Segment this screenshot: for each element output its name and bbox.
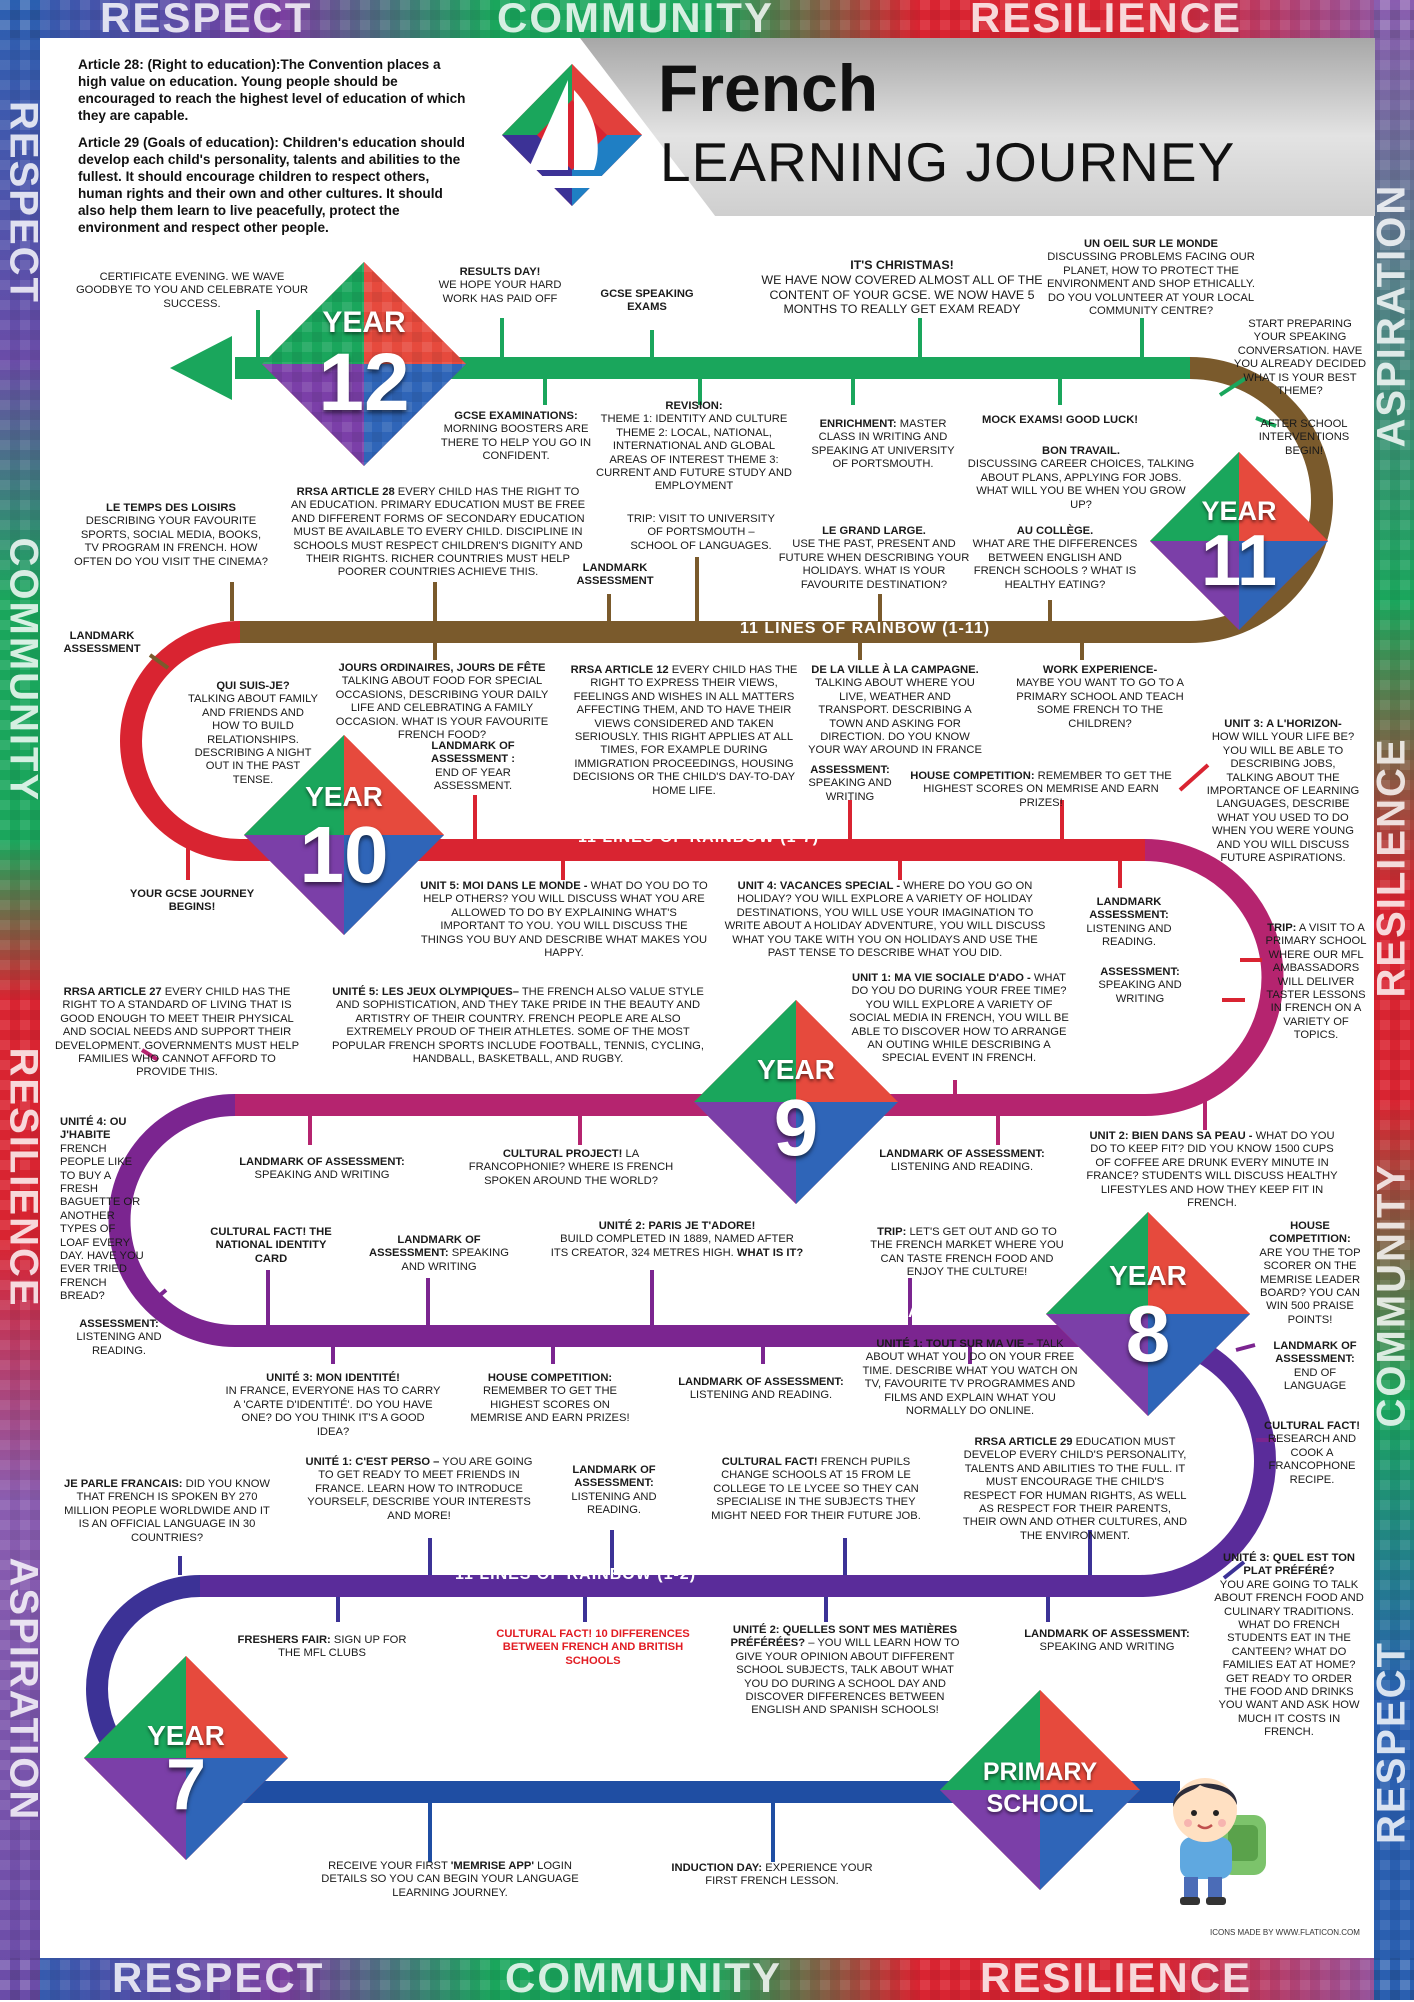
event-au-college: AU COLLÈGE.WHAT ARE THE DIFFERENCES BETW… — [970, 525, 1140, 592]
event-certificate-evening: CERTIFICATE EVENING. WE WAVE GOODBYE TO … — [72, 271, 312, 311]
event-landmark-assessment-left: LANDMARK ASSESSMENT — [52, 630, 152, 657]
event-unite2-paris: UNITÉ 2: PARIS JE T'ADORE!BUILD COMPLETE… — [550, 1220, 804, 1260]
event-landmark-speaking-writing-y9: LANDMARK OF ASSESSMENT:SPEAKING AND WRIT… — [230, 1156, 414, 1183]
event-cultural-fact-change-schools: CULTURAL FACT! FRENCH PUPILS CHANGE SCHO… — [708, 1456, 924, 1523]
event-house-competition-y8: HOUSE COMPETITION:ARE YOU THE TOP SCORER… — [1258, 1220, 1362, 1327]
event-after-school-interventions: AFTER SCHOOL INTERVENTIONS BEGIN! — [1252, 418, 1356, 458]
event-enrichment: ENRICHMENT: MASTER CLASS IN WRITING AND … — [808, 418, 958, 472]
event-gcse-journey-begins: YOUR GCSE JOURNEY BEGINS! — [112, 888, 272, 915]
year-7-badge: YEAR 7 — [84, 1656, 288, 1860]
event-trip-french-market: TRIP: LET'S GET OUT AND GO TO THE FRENCH… — [866, 1226, 1068, 1280]
event-revision: REVISION:THEME 1: IDENTITY AND CULTURE T… — [596, 400, 792, 494]
event-house-competition-y8b: HOUSE COMPETITION:REMEMBER TO GET THE HI… — [466, 1372, 634, 1426]
rainbow-label-1-2: 11 LINES OF RAINBOW (1-2) — [455, 1566, 696, 1584]
event-je-parle-francais: JE PARLE FRANCAIS: DID YOU KNOW THAT FRE… — [60, 1478, 274, 1545]
arrow-head-icon — [170, 336, 232, 400]
event-assessment-speaking-writing-y10: ASSESSMENT:SPEAKING AND WRITING — [798, 764, 902, 804]
event-results-day: RESULTS DAY!WE HOPE YOUR HARD WORK HAS P… — [430, 266, 570, 306]
event-induction-day: INDUCTION DAY: EXPERIENCE YOUR FIRST FRE… — [664, 1862, 880, 1889]
event-cultural-project: CULTURAL PROJECT! LA FRANCOPHONIE? WHERE… — [466, 1148, 676, 1188]
event-unit4-vacances-special: UNIT 4: VACANCES SPECIAL - WHERE DO YOU … — [718, 880, 1052, 960]
event-trip-university: TRIP: VISIT TO UNIVERSITY OF PORTSMOUTH … — [626, 513, 776, 553]
event-rrsa-article-27: RRSA ARTICLE 27 EVERY CHILD HAS THE RIGH… — [54, 986, 300, 1080]
event-christmas: IT'S CHRISTMAS!WE HAVE NOW COVERED ALMOS… — [760, 258, 1044, 317]
event-work-experience: WORK EXPERIENCE-MAYBE YOU WANT TO GO TO … — [1012, 664, 1188, 731]
event-landmark-speaking-writing-y7: LANDMARK OF ASSESSMENT:SPEAKING AND WRIT… — [1014, 1628, 1200, 1655]
event-unite2-matieres-preferees: UNITÉ 2: QUELLES SONT MES MATIÈRES PRÉFÉ… — [724, 1624, 966, 1718]
primary-school-badge: PRIMARY SCHOOL — [940, 1690, 1140, 1890]
rainbow-label-1-4: 11 LINES OF RAINBOW (1-4) — [784, 1304, 1025, 1322]
event-memrise-app: RECEIVE YOUR FIRST 'MEMRISE APP' LOGIN D… — [320, 1860, 580, 1900]
event-mock-exams: MOCK EXAMS! GOOD LUCK! — [968, 414, 1152, 427]
event-freshers-fair: FRESHERS FAIR: SIGN UP FOR THE MFL CLUBS — [232, 1634, 412, 1661]
event-unite3-plat-prefere: UNITÉ 3: QUEL EST TON PLAT PRÉFÉRÉ?YOU A… — [1214, 1552, 1364, 1740]
icon-credit: ICONS MADE BY WWW.FLATICON.COM — [1210, 1928, 1360, 1937]
event-start-preparing: START PREPARING YOUR SPEAKING CONVERSATI… — [1232, 318, 1368, 398]
event-gcse-speaking: GCSE SPEAKING EXAMS — [585, 288, 709, 315]
event-qui-suis-je: QUI SUIS-JE?TALKING ABOUT FAMILY AND FRI… — [188, 680, 318, 787]
event-rrsa-article-28: RRSA ARTICLE 28 EVERY CHILD HAS THE RIGH… — [288, 486, 588, 580]
event-unit3-a-lhorizon: UNIT 3: A L'HORIZON-HOW WILL YOUR LIFE B… — [1206, 718, 1360, 865]
event-unite1-cest-perso: UNITÉ 1: C'EST PERSO – YOU ARE GOING TO … — [304, 1456, 534, 1523]
event-bon-travail: BON TRAVAIL.DISCUSSING CAREER CHOICES, T… — [964, 445, 1198, 512]
event-cultural-fact-10-differences: CULTURAL FACT! 10 DIFFERENCES BETWEEN FR… — [478, 1628, 708, 1668]
event-unite5-jeux-olympiques: UNITÉ 5: LES JEUX OLYMPIQUES– THE FRENCH… — [322, 986, 714, 1066]
event-landmark-listening-reading-y7: LANDMARK OF ASSESSMENT:LISTENING AND REA… — [560, 1464, 668, 1518]
event-landmark-listening-reading-y8: LANDMARK OF ASSESSMENT:LISTENING AND REA… — [668, 1376, 854, 1403]
event-unite1-tout-sur-ma-vie: UNITÉ 1: TOUT SUR MA VIE – TALK ABOUT WH… — [860, 1338, 1080, 1418]
event-unit5-moi-dans-le-monde: UNIT 5: MOI DANS LE MONDE - WHAT DO YOU … — [420, 880, 708, 960]
event-assessment-speaking-writing-y9: ASSESSMENT:SPEAKING AND WRITING — [1090, 966, 1190, 1006]
event-unite3-mon-identite: UNITÉ 3: MON IDENTITÉ!IN FRANCE, EVERYON… — [224, 1372, 442, 1439]
event-cultural-fact-identity-card: CULTURAL FACT! THE NATIONAL IDENTITY CAR… — [210, 1226, 332, 1266]
event-gcse-examinations: GCSE EXAMINATIONS:MORNING BOOSTERS ARE T… — [440, 410, 592, 464]
event-landmark-assessment-y11: LANDMARK ASSESSMENT — [560, 562, 670, 589]
event-landmark-speaking-writing-y8: LANDMARK OF ASSESSMENT: SPEAKING AND WRI… — [364, 1234, 514, 1274]
rainbow-label-1-7: 11 LINES OF RAINBOW (1-7) — [578, 829, 819, 847]
event-rrsa-article-29: RRSA ARTICLE 29 EDUCATION MUST DEVELOP E… — [962, 1436, 1188, 1543]
event-unit2-bien-dans-sa-peau: UNIT 2: BIEN DANS SA PEAU - WHAT DO YOU … — [1084, 1130, 1340, 1210]
event-landmark-end-of-year: LANDMARK OF ASSESSMENT :END OF YEAR ASSE… — [412, 740, 534, 794]
event-trip-primary-school: TRIP: A VISIT TO A PRIMARY SCHOOL WHERE … — [1264, 922, 1368, 1043]
event-de-la-ville-a-la-campagne: DE LA VILLE À LA CAMPAGNE.TALKING ABOUT … — [804, 664, 986, 758]
event-rrsa-article-12: RRSA ARTICLE 12 EVERY CHILD HAS THE RIGH… — [568, 664, 800, 798]
event-le-grand-large: LE GRAND LARGE.USE THE PAST, PRESENT AND… — [778, 525, 970, 592]
event-landmark-listening-reading-y9: LANDMARK ASSESSMENT:LISTENING AND READIN… — [1080, 896, 1178, 950]
event-landmark-end-of-language: LANDMARK OF ASSESSMENT:END OF LANGUAGE — [1268, 1340, 1362, 1394]
event-house-competition-y10: HOUSE COMPETITION: REMEMBER TO GET THE H… — [910, 770, 1172, 810]
event-assessment-listening-reading-y8: ASSESSMENT:LISTENING AND READING. — [60, 1318, 178, 1358]
student-child-icon — [1150, 1765, 1280, 1910]
rainbow-label-1-11: 11 LINES OF RAINBOW (1-11) — [740, 620, 990, 638]
event-cultural-fact-recipe: CULTURAL FACT!RESEARCH AND COOK A FRANCO… — [1256, 1420, 1368, 1487]
event-unit1-ma-vie-sociale: UNIT 1: MA VIE SOCIALE D'ADO - WHAT DO Y… — [846, 972, 1072, 1066]
event-landmark-listening-reading-y9b: LANDMARK OF ASSESSMENT:LISTENING AND REA… — [862, 1148, 1062, 1175]
